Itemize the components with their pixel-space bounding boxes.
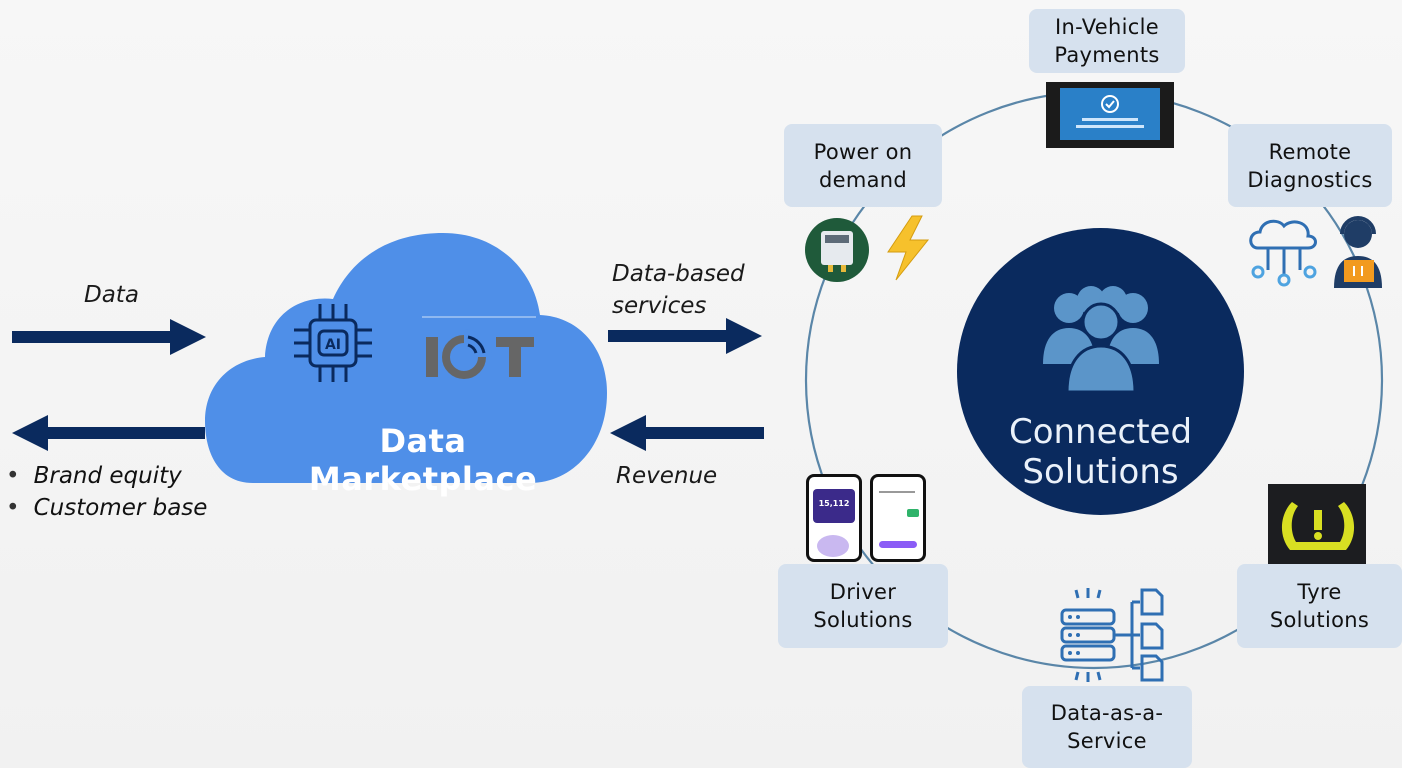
driver-app-score: 15,112 [818, 499, 850, 508]
node-remote-diagnostics: Remote Diagnostics [1228, 124, 1392, 207]
data-services-label: Data-based services [612, 261, 745, 319]
iot-logo-icon [422, 316, 536, 379]
benefit-item: Customer base [6, 492, 208, 524]
data-marketplace-title: Data Marketplace [308, 422, 538, 498]
node-label: Tyre Solutions [1269, 580, 1370, 632]
driver-app-phone-right [870, 474, 926, 562]
return-arrow [12, 415, 205, 451]
node-in-vehicle-payments: In-Vehicle Payments [1029, 9, 1185, 73]
data-input-label: Data [84, 282, 139, 308]
node-label: Driver Solutions [813, 580, 913, 632]
ai-chip-icon: AI [294, 304, 372, 382]
connected-solutions-title: Connected Solutions [1008, 412, 1193, 492]
payment-screen-icon [1046, 82, 1174, 148]
lightning-bolt-icon [887, 215, 930, 281]
power-meter-icon [805, 218, 869, 282]
node-label: In-Vehicle Payments [1054, 15, 1160, 67]
node-tyre-solutions: Tyre Solutions [1237, 564, 1402, 648]
node-label: Remote Diagnostics [1247, 139, 1373, 192]
connected-solutions-hub: Connected Solutions [957, 228, 1244, 515]
benefit-item: Brand equity [6, 460, 207, 492]
node-label: Data-as-a- Service [1050, 701, 1164, 753]
node-label: Power on demand [813, 139, 913, 192]
node-data-as-a-service: Data-as-a- Service [1022, 686, 1192, 768]
data-services-arrow [608, 318, 762, 354]
tyre-pressure-warning-icon [1268, 484, 1366, 564]
revenue-arrow [610, 415, 764, 451]
cloud-network-icon [1249, 219, 1317, 287]
data-marketplace-cloud [205, 233, 607, 483]
driver-app-phone-left: 15,112 [806, 474, 862, 562]
data-input-arrow [12, 319, 206, 355]
database-documents-icon [1060, 588, 1164, 682]
ai-badge-text: AI [325, 337, 341, 353]
node-power-on-demand: Power on demand [784, 124, 942, 207]
return-benefits-list: Brand equity Customer base [6, 460, 208, 524]
people-group-icon [1043, 286, 1159, 394]
node-driver-solutions: Driver Solutions [778, 564, 948, 648]
revenue-label: Revenue [616, 463, 718, 489]
support-agent-icon [1334, 216, 1382, 288]
